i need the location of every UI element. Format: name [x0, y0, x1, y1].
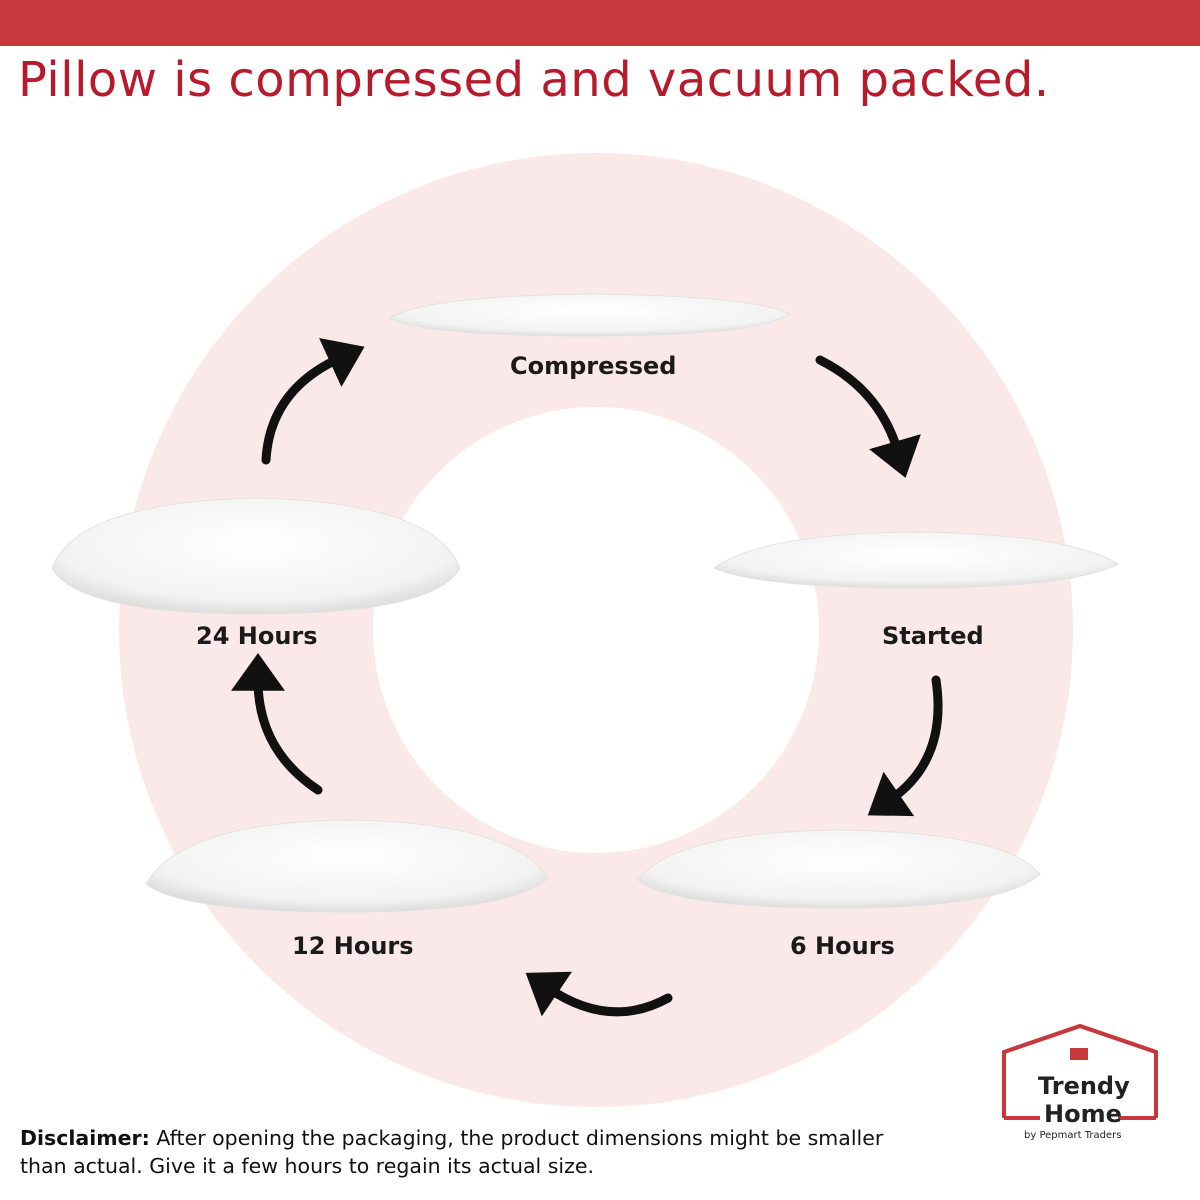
- logo-tagline: by Pepmart Traders: [1024, 1130, 1122, 1141]
- disclaimer-body: After opening the packaging, the product…: [20, 1126, 884, 1178]
- page-title: Pillow is compressed and vacuum packed.: [18, 52, 1050, 108]
- disclaimer-label: Disclaimer:: [20, 1126, 150, 1150]
- stage-label-12-hours: 12 Hours: [292, 932, 414, 960]
- pillow-6-hours-image: [637, 829, 1041, 909]
- disclaimer-text: Disclaimer: After opening the packaging,…: [20, 1124, 920, 1180]
- arrow-12-hours-to-24-hours: [231, 653, 323, 795]
- stage-label-24-hours: 24 Hours: [196, 622, 318, 650]
- trendy-home-logo: Trendy Home by Pepmart Traders: [1000, 1022, 1164, 1146]
- logo-line-2: Home: [1044, 1100, 1122, 1128]
- pillow-started-image: [713, 531, 1120, 589]
- pillow-12-hours-image: [145, 819, 549, 913]
- logo-line-1: Trendy: [1038, 1072, 1130, 1100]
- house-logo-icon: [1002, 1023, 1158, 1120]
- stage-label-compressed: Compressed: [510, 352, 677, 380]
- arrow-24-hours-to-compressed: [261, 337, 365, 465]
- stage-label-started: Started: [882, 622, 984, 650]
- arrow-compressed-to-started: [815, 355, 921, 478]
- arrow-started-to-6-hours: [867, 675, 943, 817]
- stage-label-6-hours: 6 Hours: [790, 932, 895, 960]
- arrow-6-hours-to-12-hours: [525, 971, 673, 1017]
- top-banner-bar: [0, 0, 1200, 46]
- pillow-compressed-image: [388, 293, 792, 337]
- pillow-24-hours-image: [51, 497, 461, 615]
